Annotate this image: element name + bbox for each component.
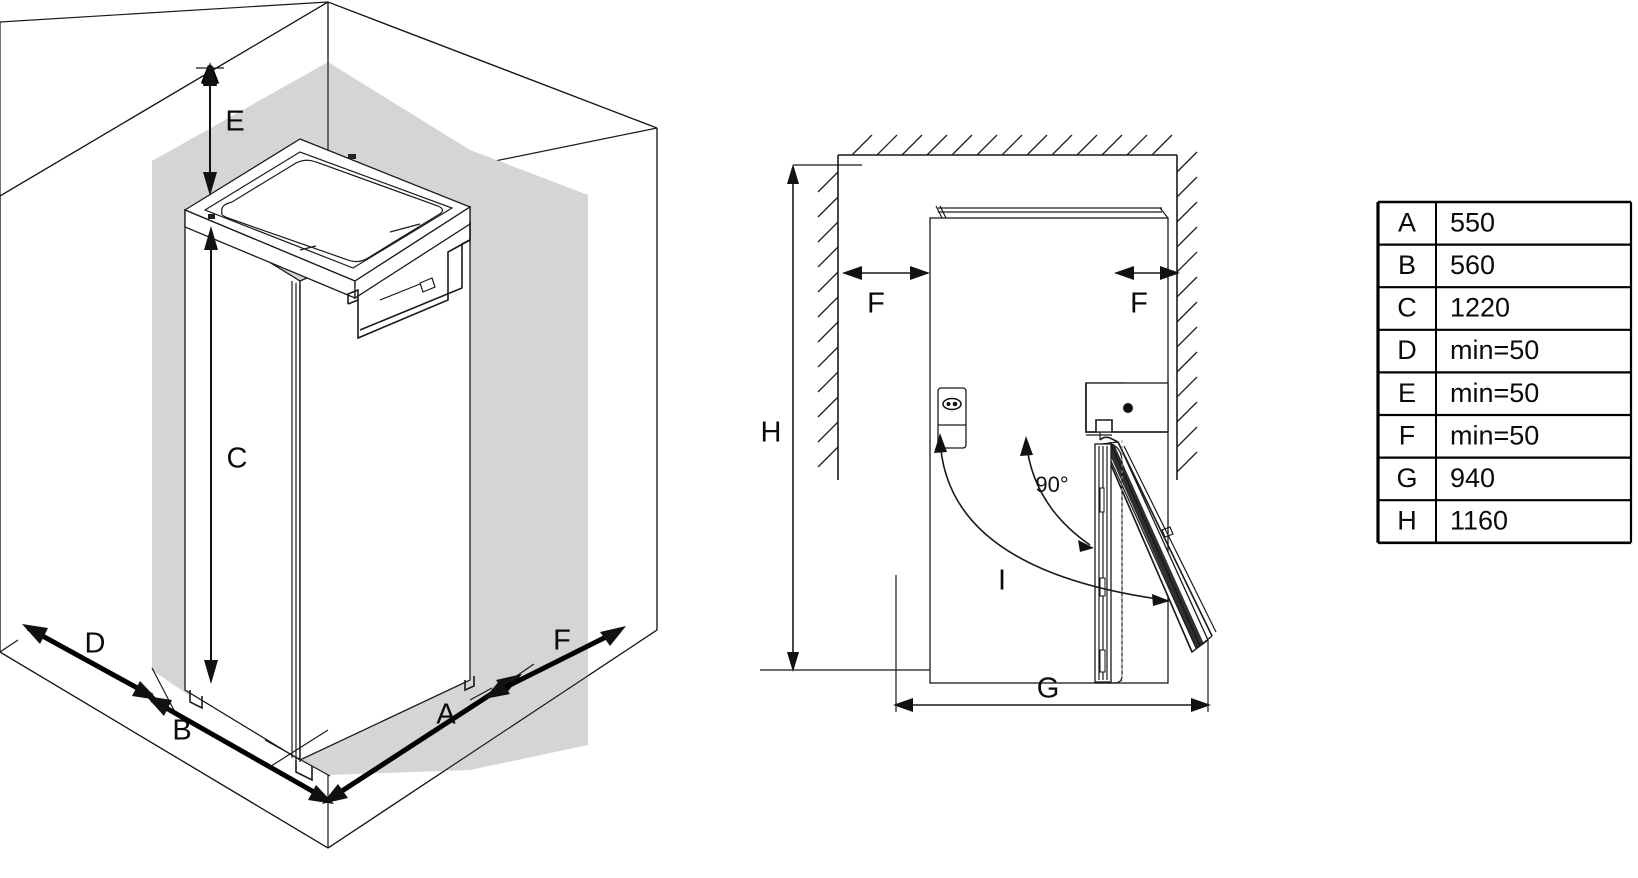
plan-wall-outline <box>837 154 1178 480</box>
dimension-label-F-isometric: F <box>553 625 571 657</box>
appliance-plan-outline <box>929 205 1169 684</box>
table-cell-key: G <box>1396 463 1417 493</box>
table-cell-key: E <box>1398 378 1416 408</box>
table-cell-key: H <box>1397 506 1417 536</box>
table-cell-key: A <box>1398 207 1416 237</box>
table-row <box>1378 287 1631 330</box>
table-row <box>1378 415 1631 458</box>
dimension-label-D: D <box>85 628 106 660</box>
door-handle-isometric <box>347 222 471 340</box>
table-cell-value: 560 <box>1450 250 1495 280</box>
dimension-D <box>22 624 177 715</box>
table-cell-key: B <box>1398 250 1416 280</box>
door-gap-lines <box>291 281 301 762</box>
dimension-label-H: H <box>761 417 782 449</box>
dimension-F-plan-right <box>1114 266 1180 280</box>
dimension-label-I: I <box>998 565 1006 597</box>
dimension-label-F-plan-right: F <box>1130 288 1148 320</box>
dimension-F-plan-left <box>842 266 930 280</box>
dimension-label-G: G <box>1037 673 1060 705</box>
table-cell-key: D <box>1397 335 1417 365</box>
control-detail-box <box>937 387 967 449</box>
table-cell-value: 550 <box>1450 207 1495 237</box>
dimension-label-B: B <box>172 715 191 747</box>
door-angle-label: 90° <box>1035 472 1068 497</box>
table-cell-key: F <box>1399 420 1416 450</box>
table-row <box>1378 244 1631 288</box>
dimension-label-A: A <box>436 699 456 731</box>
table-cell-key: C <box>1397 293 1417 323</box>
table-cell-value: 1220 <box>1450 293 1510 323</box>
dimension-label-E: E <box>225 106 244 138</box>
dimension-G <box>893 575 1211 712</box>
table-row <box>1378 202 1631 245</box>
table-cell-value: min=50 <box>1450 335 1539 365</box>
appliance-feet <box>189 676 475 782</box>
dimension-F-isometric <box>469 626 626 701</box>
table-cell-value: 1160 <box>1450 506 1508 536</box>
door-edge-stack <box>1094 443 1123 684</box>
dimension-E <box>196 62 224 196</box>
dimension-C <box>204 226 218 684</box>
table-row <box>1378 457 1631 501</box>
hinge-block <box>1085 382 1169 440</box>
table-row <box>1378 329 1631 373</box>
table-cell-value: min=50 <box>1450 420 1539 450</box>
dimension-label-F-plan-left: F <box>867 288 885 320</box>
appliance-top-edge <box>184 205 471 300</box>
dimension-label-C: C <box>227 443 248 475</box>
table-row <box>1378 500 1631 543</box>
dimension-H <box>760 164 930 672</box>
table-cell-value: min=50 <box>1450 378 1539 408</box>
wall-hatching <box>817 134 1198 473</box>
door-swing-arcs <box>934 433 1170 606</box>
table-row <box>1378 372 1631 415</box>
appliance-body-isometric <box>183 138 472 762</box>
table-cell-value: 940 <box>1450 463 1495 493</box>
